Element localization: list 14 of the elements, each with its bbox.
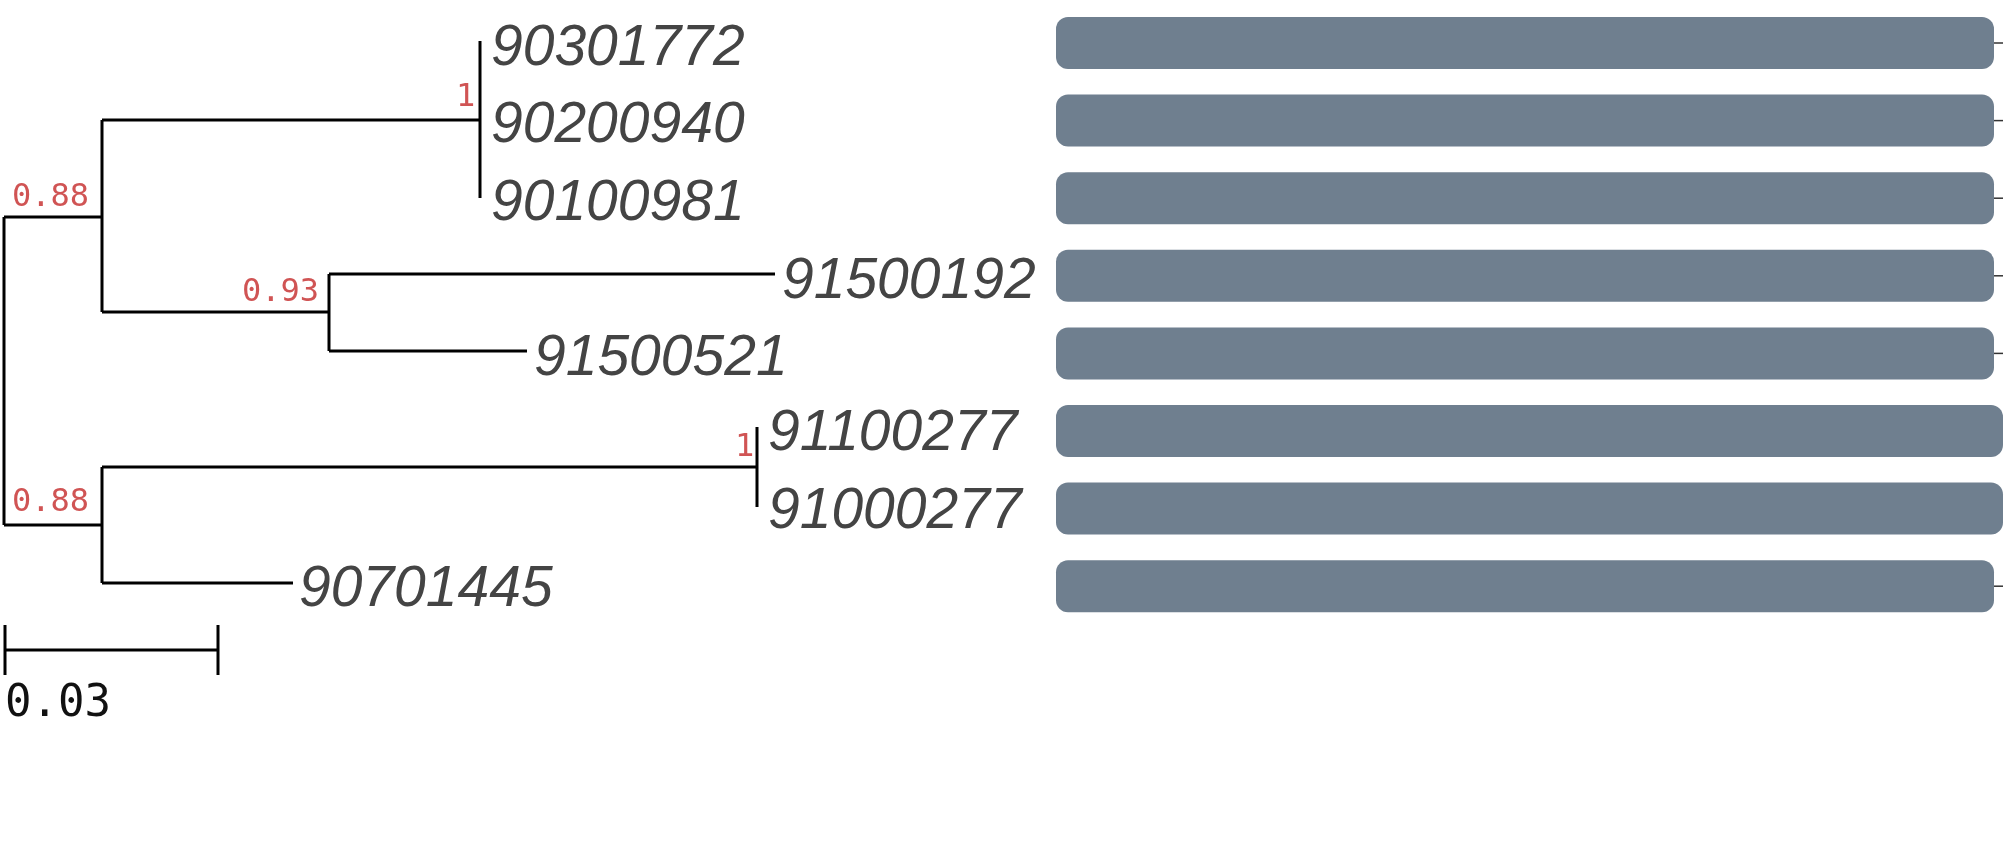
taxon-label: 91500192: [782, 245, 1036, 311]
support-value: 1: [735, 426, 755, 464]
taxon-label: 91500521: [534, 322, 788, 388]
support-value: 0.93: [242, 271, 320, 309]
taxon-label: 90701445: [299, 553, 553, 619]
taxon-label: 90301772: [491, 12, 745, 78]
taxon-label: 91000277: [768, 475, 1022, 541]
support-value: 0.88: [12, 176, 90, 214]
scale-label: 0.03: [5, 674, 111, 726]
support-value: 1: [456, 76, 476, 114]
taxon-label: 90200940: [491, 89, 745, 155]
taxon-label: 91100277: [768, 397, 1018, 463]
taxon-label: 90100981: [491, 167, 745, 233]
support-value: 0.88: [12, 481, 90, 519]
